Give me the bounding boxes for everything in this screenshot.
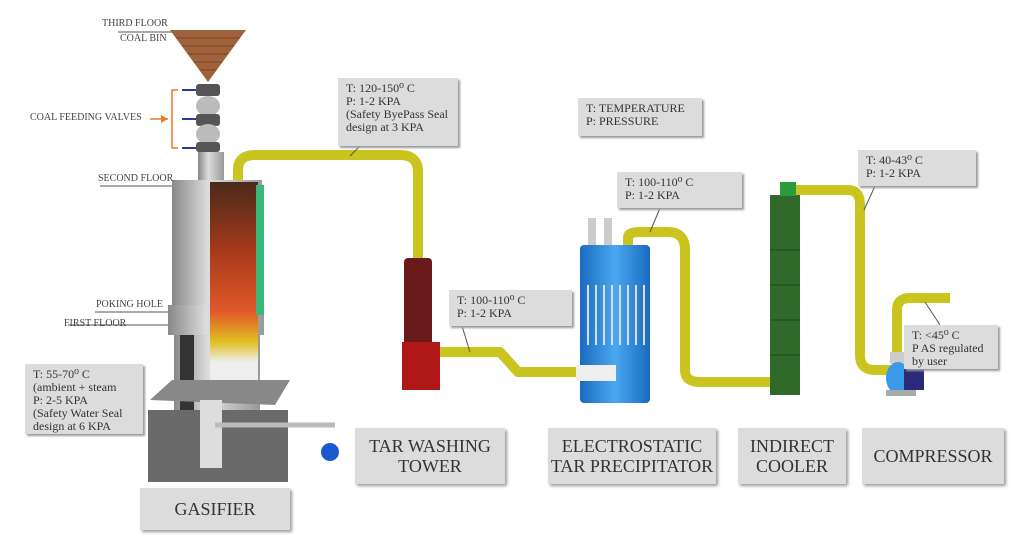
condition-line: P: 1-2 KPA bbox=[457, 306, 512, 320]
tar-washing-tower-unit bbox=[402, 258, 440, 390]
condition-line: P: 1-2 KPA bbox=[866, 166, 921, 180]
etp-outlet-conditions: T: 100-110⁰ C P: 1-2 KPA bbox=[617, 172, 742, 208]
condition-line: T: 40-43⁰ C bbox=[866, 153, 923, 167]
legend-pressure: P: PRESSURE bbox=[586, 114, 659, 128]
condition-line: (Safety Water Seal bbox=[33, 406, 123, 420]
stage-indirect-cooler: INDIRECT COOLER bbox=[738, 428, 846, 484]
stage-label: TOWER bbox=[398, 456, 462, 476]
stage-label: COOLER bbox=[756, 456, 828, 476]
legend-box: T: TEMPERATURE P: PRESSURE bbox=[578, 98, 702, 136]
cooler-outlet-conditions: T: 40-43⁰ C P: 1-2 KPA bbox=[858, 150, 976, 186]
condition-line: design at 6 KPA bbox=[33, 419, 111, 433]
condition-line: P: 1-2 KPA bbox=[625, 188, 680, 202]
tar-outlet-conditions: T: 100-110⁰ C P: 1-2 KPA bbox=[449, 290, 572, 326]
gas-pipe bbox=[233, 150, 950, 387]
condition-line: (ambient + steam bbox=[33, 380, 117, 394]
condition-line: by user bbox=[912, 354, 947, 368]
gasifier-unit bbox=[22, 25, 339, 482]
stage-label: INDIRECT bbox=[750, 436, 834, 456]
condition-line: P AS regulated bbox=[912, 341, 984, 355]
gasifier-conditions: T: 55-70⁰ C (ambient + steam P: 2-5 KPA … bbox=[25, 364, 143, 434]
blower bbox=[321, 443, 339, 461]
second-floor-label: SECOND FLOOR bbox=[98, 173, 174, 184]
stage-label: TAR PRECIPITATOR bbox=[550, 456, 714, 476]
stage-label: COMPRESSOR bbox=[873, 446, 993, 466]
stage-label: ELECTROSTATIC bbox=[561, 436, 703, 456]
stage-gasifier: GASIFIER bbox=[140, 488, 290, 530]
condition-line: P: 1-2 KPA bbox=[346, 94, 401, 108]
indirect-cooler-unit bbox=[770, 182, 800, 395]
condition-line: T: <45⁰ C bbox=[912, 328, 960, 342]
coal-feeding-valves bbox=[182, 84, 220, 152]
stage-label: GASIFIER bbox=[174, 499, 256, 519]
condition-line: T: 55-70⁰ C bbox=[33, 367, 90, 381]
coal-bin-label: COAL BIN bbox=[120, 33, 167, 44]
condition-line: T: 100-110⁰ C bbox=[625, 175, 694, 189]
condition-line: (Safety ByePass Seal bbox=[346, 107, 448, 121]
legend-temperature: T: TEMPERATURE bbox=[586, 101, 685, 115]
gasifier-outlet-conditions: T: 120-150⁰ C P: 1-2 KPA (Safety ByePass… bbox=[338, 78, 458, 146]
poking-hole-label: POKING HOLE bbox=[96, 299, 163, 310]
stage-tar-washing-tower: TAR WASHING TOWER bbox=[355, 428, 505, 484]
coal-feeding-valves-label: COAL FEEDING VALVES bbox=[30, 112, 142, 123]
condition-line: T: 120-150⁰ C bbox=[346, 81, 415, 95]
condition-line: P: 2-5 KPA bbox=[33, 393, 88, 407]
condition-line: T: 100-110⁰ C bbox=[457, 293, 526, 307]
condition-line: design at 3 KPA bbox=[346, 120, 424, 134]
third-floor-label: THIRD FLOOR bbox=[102, 18, 168, 29]
stage-compressor: COMPRESSOR bbox=[862, 428, 1004, 484]
compressor-unit bbox=[886, 352, 924, 396]
first-floor-label: FIRST FLOOR bbox=[64, 318, 127, 329]
etp-unit bbox=[576, 218, 650, 403]
stage-label: TAR WASHING bbox=[369, 436, 491, 456]
compressor-outlet-conditions: T: <45⁰ C P AS regulated by user bbox=[904, 325, 998, 369]
stage-etp: ELECTROSTATIC TAR PRECIPITATOR bbox=[548, 428, 716, 484]
coal-bin bbox=[170, 30, 246, 82]
